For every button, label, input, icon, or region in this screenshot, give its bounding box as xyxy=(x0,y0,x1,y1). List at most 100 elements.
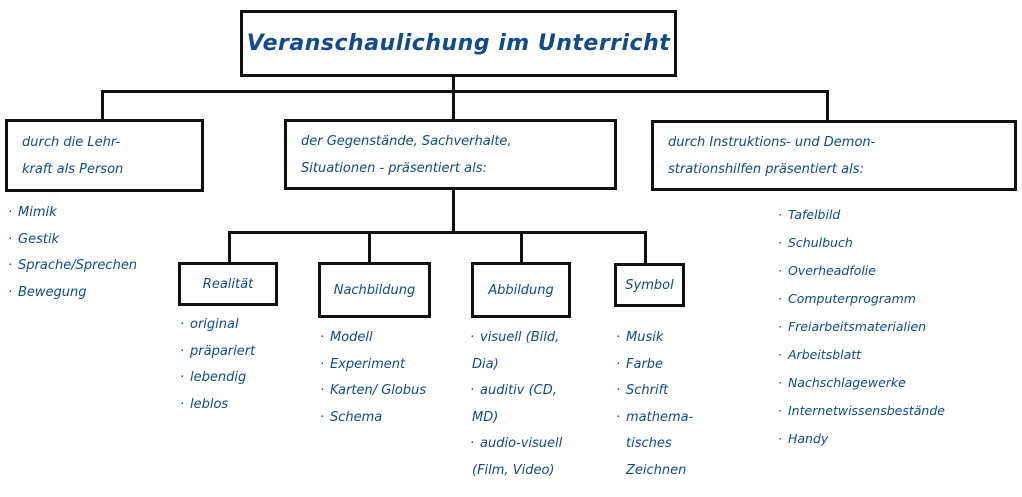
bullet-icon: · xyxy=(320,409,325,425)
connector-sub1 xyxy=(228,231,231,263)
bullet-icon: · xyxy=(8,231,13,247)
bullet-icon: · xyxy=(180,396,185,412)
list-symbol: ·Musik ·Farbe ·Schrift ·mathema- tisches… xyxy=(616,325,693,484)
connector-sub4 xyxy=(644,231,647,263)
bullet-icon: · xyxy=(320,356,325,372)
bullet-icon: · xyxy=(8,284,13,300)
connector-cat1 xyxy=(101,90,104,120)
list-item-continuation: MD) xyxy=(472,409,499,425)
bullet-icon: · xyxy=(778,291,782,306)
list-item: ·Handy xyxy=(778,425,945,453)
bullet-icon: · xyxy=(778,347,782,362)
subcategory-realitaet-label: Realität xyxy=(202,276,254,292)
list-item: ·Karten/ Globus xyxy=(320,378,426,405)
category-teacher-line1: durch die Lehr- xyxy=(22,134,121,150)
connector-cat2 xyxy=(452,90,455,120)
category-instruction-aids: durch Instruktions- und Demon- strations… xyxy=(651,120,1017,191)
list-item: ·Sprache/Sprechen xyxy=(8,253,137,280)
list-item: ·audio-visuell xyxy=(470,431,562,458)
list-item: ·visuell (Bild, xyxy=(470,325,562,352)
list-item: ·Freiarbeitsmaterialien xyxy=(778,313,945,341)
subcategory-abbildung-label: Abbildung xyxy=(488,282,554,298)
bullet-icon: · xyxy=(778,263,782,278)
category-instruction-aids-line1: durch Instruktions- und Demon- xyxy=(668,134,876,150)
list-item: ·Overheadfolie xyxy=(778,257,945,285)
list-item: ·Farbe xyxy=(616,352,693,379)
connector-level2-bar xyxy=(228,231,646,234)
category-teacher-label: durch die Lehr- kraft als Person xyxy=(8,129,201,183)
bullet-icon: · xyxy=(778,431,782,446)
list-item: ·Musik xyxy=(616,325,693,352)
bullet-icon: · xyxy=(320,330,325,345)
subcategory-symbol-label: Symbol xyxy=(625,277,674,293)
bullet-icon: · xyxy=(470,436,475,451)
list-item: ·Bewegung xyxy=(8,280,137,307)
list-realitaet: ·original ·präpariert ·lebendig ·leblos xyxy=(180,312,255,418)
connector-sub2 xyxy=(368,231,371,263)
category-objects: der Gegenstände, Sachverhalte, Situation… xyxy=(284,119,617,190)
list-item: ·Mimik xyxy=(8,200,137,227)
bullet-icon: · xyxy=(470,330,475,345)
list-item-continuation: (Film, Video) xyxy=(472,462,555,478)
list-item: ·mathema- xyxy=(616,405,693,432)
bullet-icon: · xyxy=(778,319,782,334)
list-item: ·Schulbuch xyxy=(778,229,945,257)
subcategory-nachbildung: Nachbildung xyxy=(318,262,431,318)
connector-sub3 xyxy=(520,231,523,263)
category-teacher: durch die Lehr- kraft als Person xyxy=(5,119,204,192)
list-item: ·Arbeitsblatt xyxy=(778,341,945,369)
bullet-icon: · xyxy=(616,356,621,372)
list-item: ·Schema xyxy=(320,405,426,432)
list-instruction-aids: ·Tafelbild ·Schulbuch ·Overheadfolie ·Co… xyxy=(778,201,945,453)
connector-level1-bar xyxy=(101,90,828,93)
category-teacher-line2: kraft als Person xyxy=(22,161,124,177)
list-item: ·leblos xyxy=(180,392,255,419)
list-item: ·Schrift xyxy=(616,378,693,405)
list-item: ·Tafelbild xyxy=(778,201,945,229)
subcategory-symbol: Symbol xyxy=(614,263,685,307)
bullet-icon: · xyxy=(778,375,782,390)
list-item: ·Internetwissensbestände xyxy=(778,397,945,425)
bullet-icon: · xyxy=(8,205,13,220)
bullet-icon: · xyxy=(616,409,621,425)
list-item-continuation: Zeichnen xyxy=(626,462,687,478)
connector-objects-down xyxy=(452,190,455,234)
list-item: ·original xyxy=(180,312,255,339)
bullet-icon: · xyxy=(778,235,782,250)
bullet-icon: · xyxy=(778,207,782,222)
list-item: ·Modell xyxy=(320,325,426,352)
list-item: ·Experiment xyxy=(320,352,426,379)
bullet-icon: · xyxy=(320,383,325,398)
list-item: ·Nachschlagewerke xyxy=(778,369,945,397)
category-instruction-aids-line2: strationshilfen präsentiert als: xyxy=(668,161,864,177)
category-instruction-aids-label: durch Instruktions- und Demon- strations… xyxy=(654,129,1014,183)
bullet-icon: · xyxy=(180,317,185,332)
category-objects-label: der Gegenstände, Sachverhalte, Situation… xyxy=(287,128,614,182)
list-nachbildung: ·Modell ·Experiment ·Karten/ Globus ·Sch… xyxy=(320,325,426,431)
list-abbildung: ·visuell (Bild, Dia) ·auditiv (CD, MD) ·… xyxy=(470,325,562,484)
subcategory-realitaet: Realität xyxy=(178,262,278,306)
list-item-continuation: tisches xyxy=(626,436,672,451)
subcategory-nachbildung-label: Nachbildung xyxy=(333,282,416,298)
root-node: Veranschaulichung im Unterricht xyxy=(240,10,677,77)
root-title: Veranschaulichung im Unterricht xyxy=(246,31,671,56)
list-teacher: ·Mimik ·Gestik ·Sprache/Sprechen ·Bewegu… xyxy=(8,200,137,306)
list-item: ·lebendig xyxy=(180,365,255,392)
category-objects-line1: der Gegenstände, Sachverhalte, xyxy=(301,133,512,149)
bullet-icon: · xyxy=(8,258,13,273)
connector-root-down xyxy=(452,77,455,92)
bullet-icon: · xyxy=(470,383,475,398)
bullet-icon: · xyxy=(616,330,621,345)
connector-cat3 xyxy=(826,90,829,120)
subcategory-abbildung: Abbildung xyxy=(471,262,571,318)
bullet-icon: · xyxy=(616,383,621,398)
bullet-icon: · xyxy=(778,403,782,418)
list-item: ·Computerprogramm xyxy=(778,285,945,313)
list-item: ·auditiv (CD, xyxy=(470,378,562,405)
list-item: ·präpariert xyxy=(180,339,255,366)
category-objects-line2: Situationen - präsentiert als: xyxy=(301,160,487,176)
list-item-continuation: Dia) xyxy=(472,356,499,372)
list-item: ·Gestik xyxy=(8,227,137,254)
bullet-icon: · xyxy=(180,343,185,359)
bullet-icon: · xyxy=(180,370,185,385)
